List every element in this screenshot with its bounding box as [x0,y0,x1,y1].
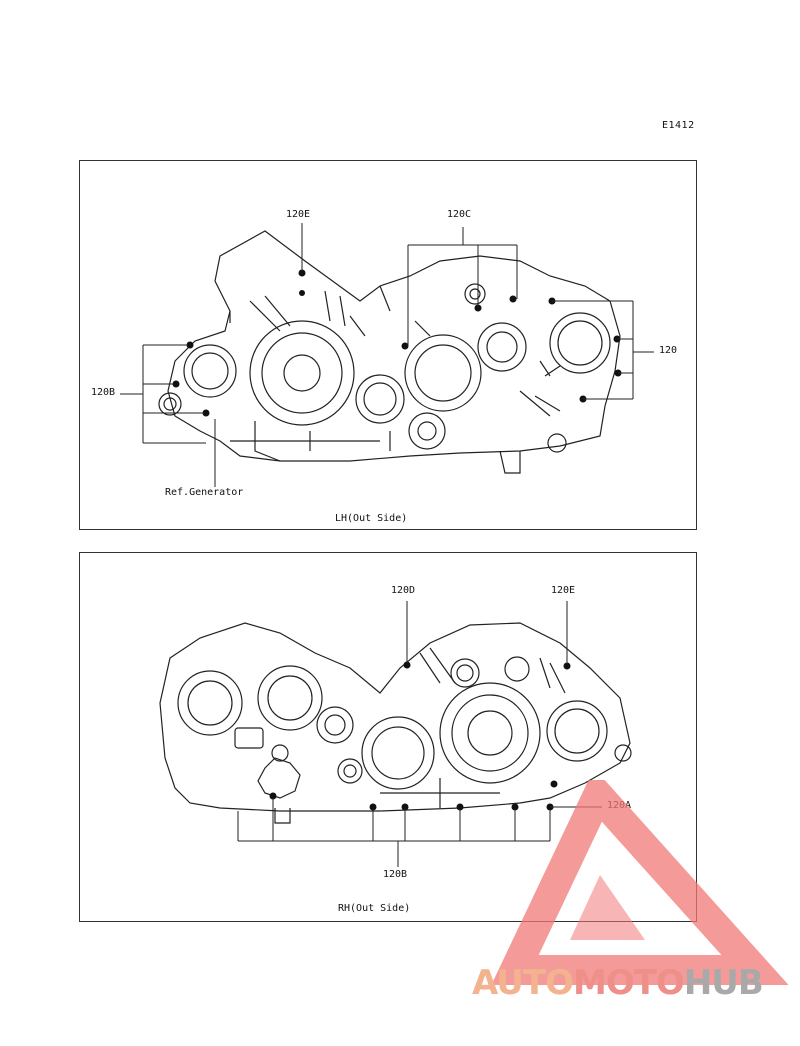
wordmark-auto: AUTO [472,963,574,1003]
rh-caption: RH(Out Side) [338,903,411,914]
figure-code: E1412 [662,120,695,131]
lh-outside-panel: 120E 120C 120 120B Ref.Generator LH(Out … [79,160,697,530]
watermark-wordmark: AUTOMOTOHUB [472,963,764,1003]
wordmark-hub: HUB [683,963,764,1003]
callout-120b: 120B [90,387,117,398]
callout-120e: 120E [285,209,312,220]
callout-120d: 120D [390,585,417,596]
lh-caption: LH(Out Side) [335,513,408,524]
watermark-triangle-logo [491,780,789,985]
rh-crankcase-drawing [159,601,632,867]
wordmark-moto: MOTO [572,963,685,1003]
callout-120c: 120C [446,209,473,220]
callout-120: 120 [658,345,679,356]
lh-crankcase-drawing [120,223,654,489]
rh-outside-panel: 120D 120E 120A 120B RH(Out Side) [79,552,697,922]
callout-120b-rh: 120B [382,869,409,880]
callout-120e-rh: 120E [550,585,577,596]
callout-ref-generator: Ref.Generator [164,487,245,498]
